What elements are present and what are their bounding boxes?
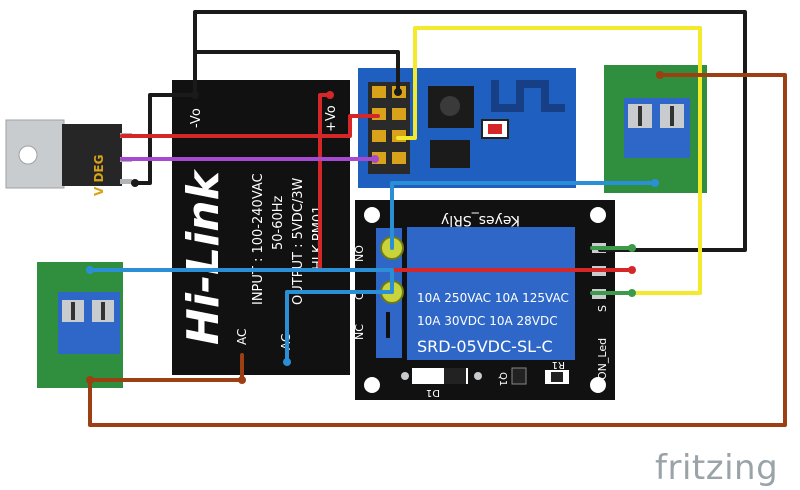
relay-on-led-label: ON_Led: [596, 338, 609, 380]
relay-rating-line2: 10A 30VDC 10A 28VDC: [417, 314, 558, 328]
relay-no-label: NO: [353, 245, 366, 262]
wire-endpoints: [86, 71, 664, 384]
wire-black-regulator: [133, 93, 197, 185]
hlk-vo-plus-label: +Vo: [324, 105, 339, 132]
wire-black-esp: [193, 50, 400, 94]
wires: [88, 10, 787, 427]
relay-model-label: SRD-05VDC-SL-C: [417, 337, 553, 356]
wire-yellow: [396, 26, 702, 295]
relay-rating-line1: 10A 250VAC 10A 125VAC: [417, 291, 569, 305]
esp01-module: [358, 68, 576, 188]
relay-brand-label: Keyes_SRly: [441, 212, 520, 228]
relay-module: Keyes_SRly 10A 250VAC 10A 125VAC 10A 30V…: [353, 200, 615, 400]
hlk-output-text: OUTPUT : 5VDC/3W: [291, 177, 306, 305]
relay-q1-label: Q1: [497, 372, 508, 386]
relay-r1-label: R1: [552, 359, 565, 370]
hlk-logo: Hi-Link: [178, 168, 229, 345]
regulator-label: V DEG: [92, 155, 106, 196]
relay-s-label: S: [596, 305, 609, 312]
hlk-freq-text: 50-60Hz: [271, 195, 286, 250]
wire-red-esp: [318, 114, 380, 138]
wire-blue-left: [88, 268, 394, 294]
screw-terminal-right: [604, 65, 707, 193]
wire-blue-ac: [285, 290, 394, 364]
hlk-pm01-module: -Vo +Vo Hi-Link INPUT : 100-240VAC 50-60…: [172, 80, 350, 375]
relay-c-label: C: [353, 292, 366, 300]
hlk-ac1-label: AC: [235, 329, 249, 345]
hlk-input-text: INPUT : 100-240VAC: [251, 173, 266, 305]
voltage-regulator: V DEG: [5, 119, 132, 196]
screw-terminal-left: [37, 262, 123, 388]
wire-blue-esp: [390, 181, 657, 250]
wire-brown-right: [88, 73, 787, 427]
wire-black-top: [193, 10, 747, 252]
fritzing-brand: fritzing: [655, 448, 779, 488]
relay-nc-label: NC: [353, 324, 366, 340]
hlk-vo-minus-label: -Vo: [189, 108, 204, 128]
relay-d1-label: D1: [426, 387, 440, 398]
